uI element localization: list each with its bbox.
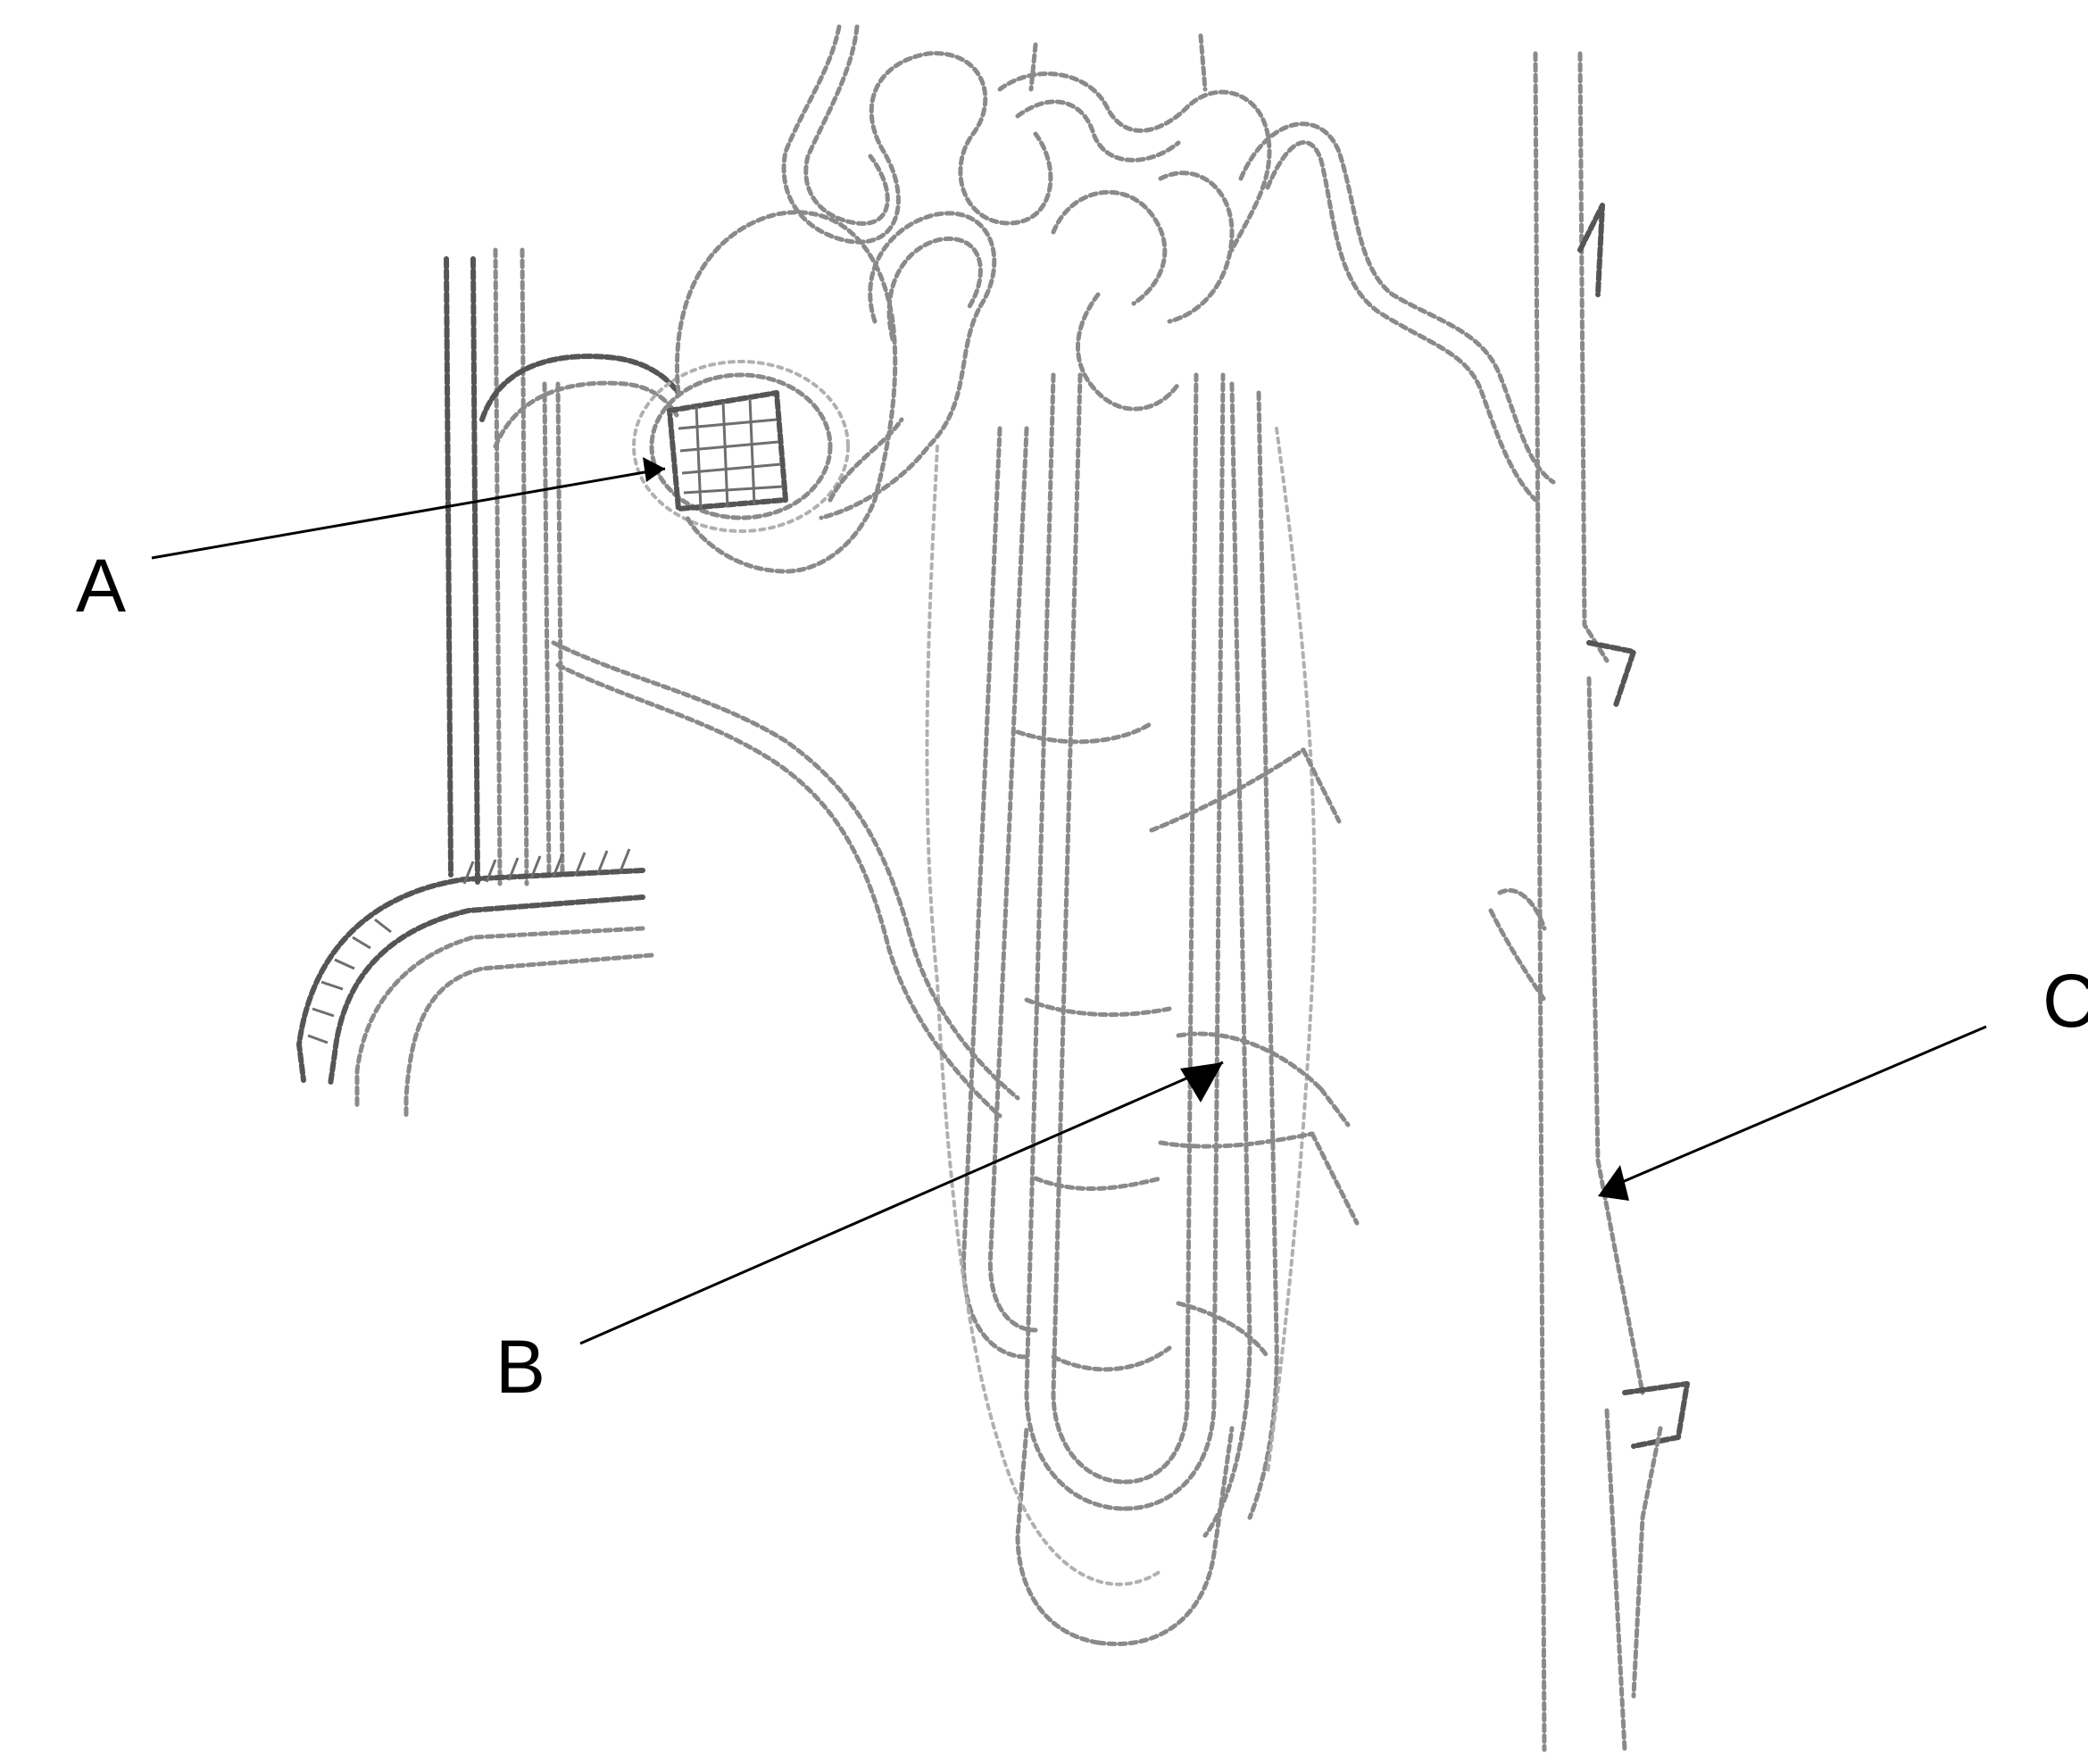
efferent-vessel <box>553 643 1018 1116</box>
bowmans-capsule <box>677 212 902 571</box>
label-c: C <box>2042 959 2088 1043</box>
arcuate-vessel <box>299 849 652 1116</box>
label-a: A <box>76 544 126 628</box>
glomerulus <box>634 362 848 531</box>
distal-convoluted-tubule <box>1241 124 1553 500</box>
interlobular-vessels <box>446 250 678 884</box>
pointer-a <box>152 457 665 558</box>
label-b: B <box>495 1325 545 1409</box>
collecting-duct <box>1491 54 1687 1750</box>
loop-of-henle <box>964 375 1277 1644</box>
pointer-c <box>1598 1027 1986 1201</box>
pointer-b <box>580 1062 1223 1344</box>
